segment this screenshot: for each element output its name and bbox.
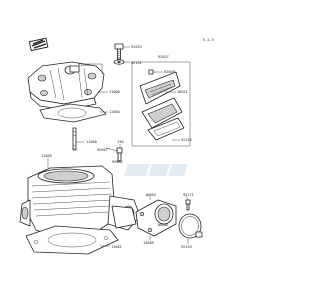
parts-diagram: E-2-5 [19,37,214,255]
clamp-screw [185,199,191,211]
cylinder-fitting [116,147,123,162]
callout-16065: 16065 [145,193,156,197]
callout-130: 130 [117,140,124,144]
head-bolt [114,43,124,60]
reed-valve-block [141,97,183,129]
callout-16066: 16066 [157,223,168,227]
reed-valve-frame [131,61,191,147]
callout-11004: 11004 [109,110,120,114]
head-gasket [39,103,107,123]
callout-92152: 92152 [181,138,192,142]
callout-92153: 92153 [181,245,192,249]
head-washer [113,59,125,65]
leader-lines [47,46,189,247]
cylinder-base-gasket [25,225,119,255]
callout-11061: 11061 [111,245,122,249]
callout-11060: 11060 [86,140,97,144]
callout-92151: 92151 [131,61,142,65]
callout-92049: 92049 [164,70,175,74]
callout-92033: 92033 [131,45,142,49]
callout-92027: 92027 [158,55,169,59]
reed-stopper-screw [148,69,154,75]
brand-logo [28,37,49,52]
exhaust-flange [111,205,137,229]
callout-11005: 11005 [41,154,52,158]
cylinder-head [27,61,105,111]
callout-11008: 11008 [109,90,120,94]
spark-plug-boss [69,65,80,73]
callout-92015: 92015 [78,63,89,67]
head-stud [72,127,77,151]
watermark-logo [124,164,188,176]
callout-16021: 16021 [177,90,188,94]
callout-92171: 92171 [183,193,194,197]
reed-gasket [147,117,185,141]
page-code: E-2-5 [203,38,214,42]
callout-92057: 92057 [97,148,108,152]
callout-14085: 14085 [143,241,154,245]
reed-valve [139,71,181,105]
intake-manifold [135,199,177,237]
hose-clamp [178,213,203,239]
callout-92002: 92002 [112,160,123,164]
